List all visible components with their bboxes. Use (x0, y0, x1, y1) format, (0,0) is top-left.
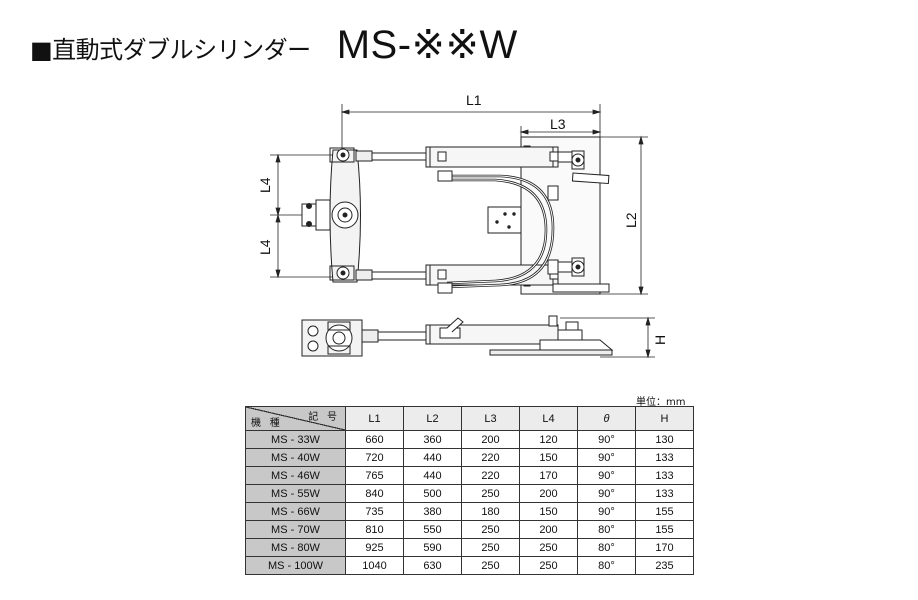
column-header-h: H (635, 406, 694, 431)
value-cell: 220 (461, 466, 520, 485)
model-cell: MS - 55W (245, 484, 346, 503)
value-cell: 250 (519, 538, 578, 557)
corner-header-cell: 記 号 機 種 (245, 406, 346, 431)
page-title: ■直動式ダブルシリンダー MS-※※W (30, 22, 518, 68)
unit-label: 単位：mm (636, 397, 686, 408)
value-cell: 170 (519, 466, 578, 485)
table-row: MS - 66W 735 380 180 150 90° 155 (245, 502, 694, 521)
value-cell: 250 (519, 556, 578, 575)
value-cell: 80° (577, 520, 636, 539)
value-cell: 155 (635, 502, 694, 521)
value-cell: 133 (635, 448, 694, 467)
value-cell: 440 (403, 466, 462, 485)
value-cell: 840 (345, 484, 404, 503)
table-row: MS - 55W 840 500 250 200 90° 133 (245, 484, 694, 503)
value-cell: 200 (519, 484, 578, 503)
value-cell: 80° (577, 556, 636, 575)
dim-label-l4-top: L4 (257, 177, 273, 193)
side-view (301, 315, 614, 357)
value-cell: 155 (635, 520, 694, 539)
column-header-l3: L3 (461, 406, 520, 431)
value-cell: 200 (461, 430, 520, 449)
model-cell: MS - 80W (245, 538, 346, 557)
model-cell: MS - 100W (245, 556, 346, 575)
table-row: MS - 33W 660 360 200 120 90° 130 (245, 430, 694, 449)
model-cell: MS - 33W (245, 430, 346, 449)
table-row: MS - 46W 765 440 220 170 90° 133 (245, 466, 694, 485)
cylinder-technical-drawing: L1 L3 L4 L4 L2 H (257, 92, 668, 359)
value-cell: 250 (461, 556, 520, 575)
dim-label-h: H (652, 335, 668, 345)
value-cell: 925 (345, 538, 404, 557)
table-row: MS - 100W 1040 630 250 250 80° 235 (245, 556, 694, 575)
value-cell: 380 (403, 502, 462, 521)
value-cell: 90° (577, 430, 636, 449)
value-cell: 1040 (345, 556, 404, 575)
column-header-theta: θ (577, 406, 636, 431)
value-cell: 220 (461, 448, 520, 467)
table-row: MS - 70W 810 550 250 200 80° 155 (245, 520, 694, 539)
corner-header-symbol: 記 号 (308, 412, 340, 423)
dim-label-l2: L2 (623, 212, 639, 228)
corner-header-model: 機 種 (251, 418, 283, 429)
value-cell: 80° (577, 538, 636, 557)
model-cell: MS - 66W (245, 502, 346, 521)
top-view (301, 136, 610, 295)
dim-label-l4-bottom: L4 (257, 239, 273, 255)
value-cell: 200 (519, 520, 578, 539)
value-cell: 133 (635, 466, 694, 485)
table-row: MS - 40W 720 440 220 150 90° 133 (245, 448, 694, 467)
value-cell: 130 (635, 430, 694, 449)
value-cell: 120 (519, 430, 578, 449)
value-cell: 360 (403, 430, 462, 449)
column-header-l2: L2 (403, 406, 462, 431)
table-row: MS - 80W 925 590 250 250 80° 170 (245, 538, 694, 557)
title-model: MS-※※W (336, 23, 518, 67)
value-cell: 250 (461, 484, 520, 503)
title-prefix: ■直動式ダブルシリンダー (30, 36, 311, 64)
spec-table: 記 号 機 種 L1 L2 L3 L4 θ H MS - 33W 660 360… (245, 406, 694, 575)
model-cell: MS - 46W (245, 466, 346, 485)
value-cell: 250 (461, 538, 520, 557)
column-header-l1: L1 (345, 406, 404, 431)
dim-label-l1: L1 (466, 92, 482, 108)
value-cell: 90° (577, 484, 636, 503)
value-cell: 90° (577, 502, 636, 521)
value-cell: 170 (635, 538, 694, 557)
value-cell: 250 (461, 520, 520, 539)
value-cell: 180 (461, 502, 520, 521)
value-cell: 590 (403, 538, 462, 557)
value-cell: 765 (345, 466, 404, 485)
value-cell: 500 (403, 484, 462, 503)
model-cell: MS - 70W (245, 520, 346, 539)
value-cell: 630 (403, 556, 462, 575)
model-cell: MS - 40W (245, 448, 346, 467)
value-cell: 720 (345, 448, 404, 467)
value-cell: 150 (519, 448, 578, 467)
value-cell: 133 (635, 484, 694, 503)
value-cell: 235 (635, 556, 694, 575)
value-cell: 735 (345, 502, 404, 521)
value-cell: 550 (403, 520, 462, 539)
spec-table-header-row: 記 号 機 種 L1 L2 L3 L4 θ H (245, 406, 694, 431)
column-header-l4: L4 (519, 406, 578, 431)
value-cell: 440 (403, 448, 462, 467)
value-cell: 810 (345, 520, 404, 539)
value-cell: 90° (577, 466, 636, 485)
value-cell: 660 (345, 430, 404, 449)
dim-label-l3: L3 (550, 116, 566, 132)
value-cell: 90° (577, 448, 636, 467)
value-cell: 150 (519, 502, 578, 521)
